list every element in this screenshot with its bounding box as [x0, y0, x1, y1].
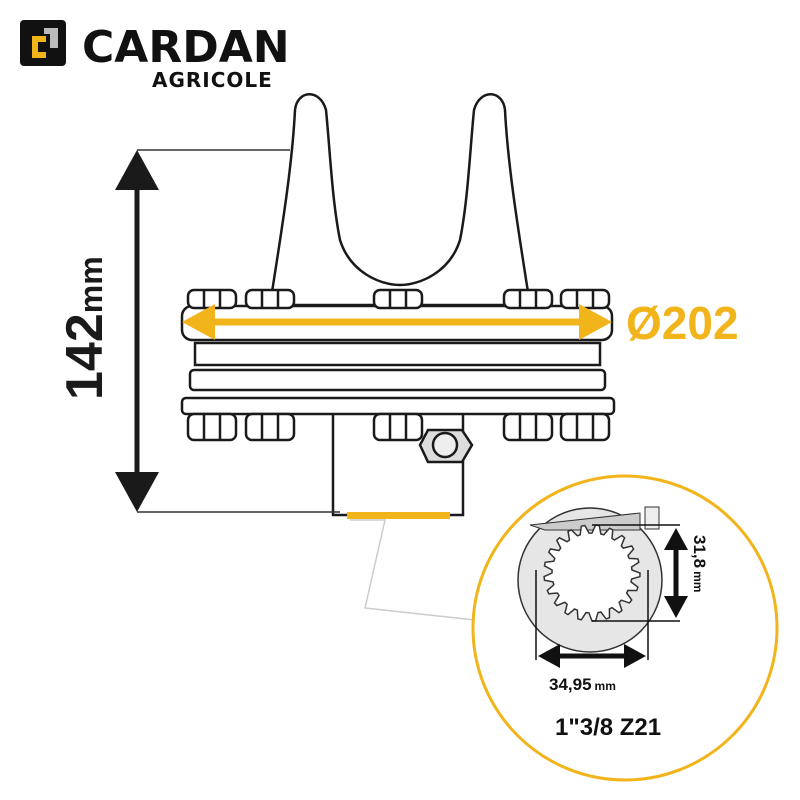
logo: CARDAN AGRICOLE — [20, 20, 290, 92]
bolt-head — [186, 412, 238, 442]
svg-text:31,8mm: 31,8 mm — [690, 535, 709, 592]
svg-text:142mm: 142mm — [56, 256, 114, 400]
diameter-value: Ø202 — [626, 297, 739, 349]
spline-profile — [543, 524, 641, 622]
accent-bar — [347, 512, 450, 519]
height-dimension: 142mm — [56, 149, 340, 513]
middle-plate — [188, 368, 607, 392]
bolt-head — [502, 412, 554, 442]
bolt-head — [372, 288, 424, 310]
bolt-head — [559, 288, 611, 310]
yoke-ears — [268, 93, 532, 307]
spline-width-value: 34,95 — [549, 675, 592, 694]
logo-brand: CARDAN — [82, 22, 290, 73]
bottom-plate — [180, 396, 616, 416]
logo-mark-icon — [20, 20, 66, 66]
bolt-head — [244, 412, 296, 442]
height-value: 142 — [56, 313, 114, 400]
bolt-head — [186, 288, 238, 310]
logo-sub: AGRICOLE — [152, 68, 273, 92]
spline-height-unit: mm — [691, 571, 705, 592]
flange-yoke — [180, 93, 616, 517]
bolt-head — [372, 412, 424, 442]
bolt-head — [559, 412, 611, 442]
diameter-dimension: Ø202 — [182, 297, 739, 349]
spline-width-unit: mm — [595, 679, 616, 693]
spline-height-value: 31,8 — [690, 535, 709, 568]
height-unit: mm — [73, 256, 109, 313]
bolt-head — [244, 288, 296, 310]
bolt-head — [502, 288, 554, 310]
spline-spec: 1"3/8 Z21 — [555, 714, 661, 741]
